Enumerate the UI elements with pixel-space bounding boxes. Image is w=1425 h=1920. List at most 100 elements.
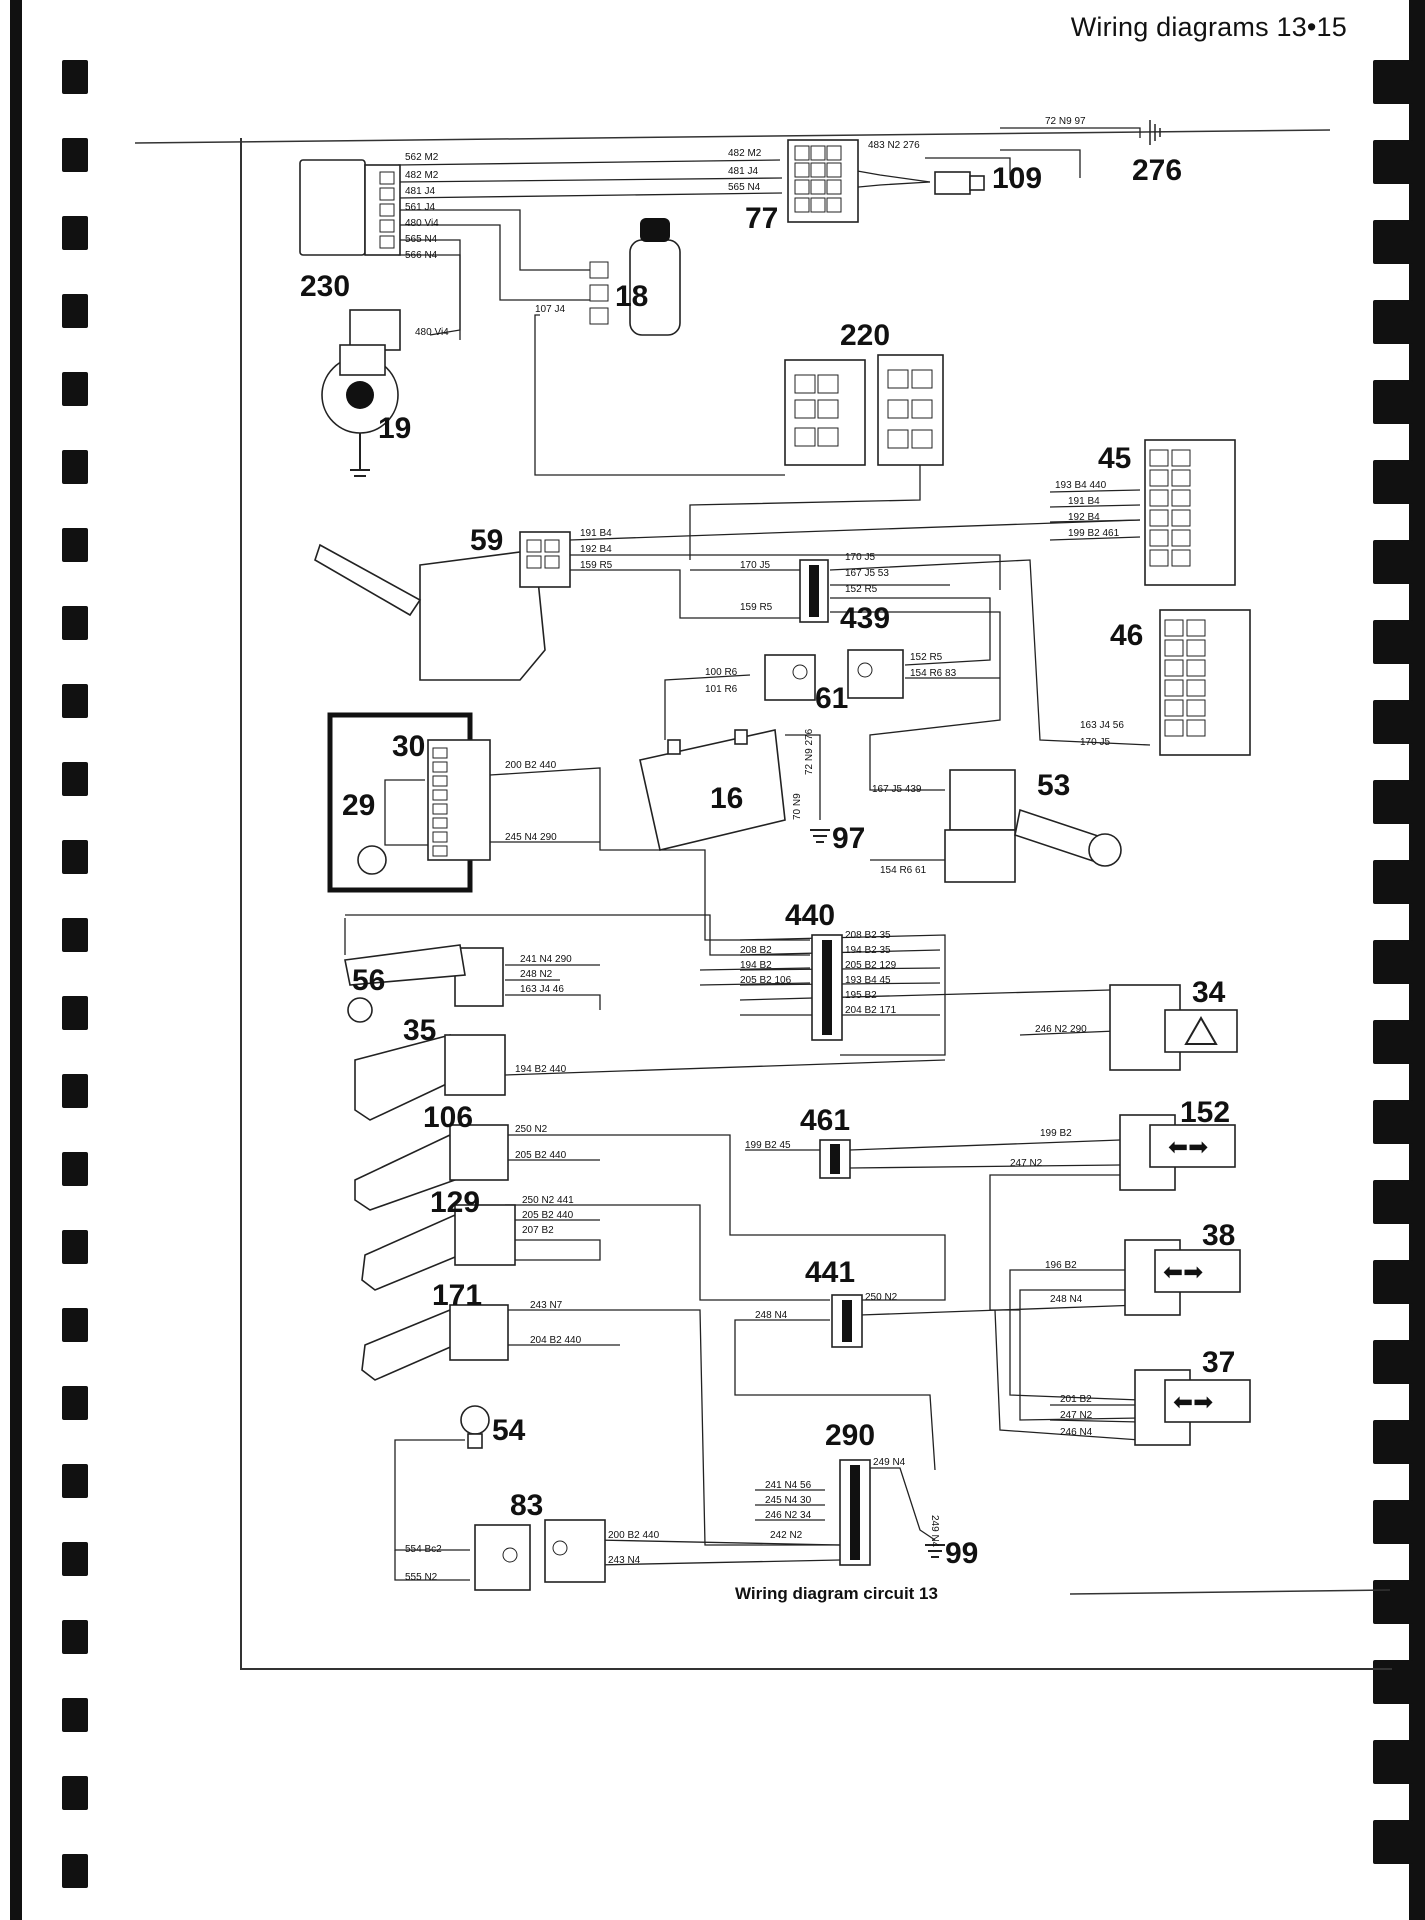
component-number: 54 — [492, 1414, 526, 1447]
binding-hole — [62, 1230, 88, 1264]
wire-label: 194 B2 — [740, 960, 772, 971]
binding-hole — [62, 918, 88, 952]
component-number: 99 — [945, 1537, 978, 1570]
wire-label: 170 J5 — [740, 560, 770, 571]
binding-hole — [62, 1464, 88, 1498]
binding-hole — [1373, 1180, 1413, 1224]
connector-77 — [787, 139, 859, 223]
wire-label: 565 N4 — [728, 182, 761, 193]
switch-106 — [354, 1124, 509, 1211]
binding-hole — [1373, 860, 1413, 904]
binding-hole — [1373, 540, 1413, 584]
wire-label: 159 R5 — [580, 560, 613, 571]
wire-label: 200 B2 440 — [505, 760, 557, 771]
wire-label: 194 B2 440 — [515, 1064, 567, 1075]
wire-label: 196 B2 — [1045, 1260, 1077, 1271]
wire-label: 207 B2 — [522, 1225, 554, 1236]
earth-97 — [810, 829, 830, 843]
component-number: 30 — [392, 730, 425, 763]
wire-label: 204 B2 440 — [530, 1335, 582, 1346]
component-number: 171 — [432, 1279, 482, 1312]
wire-label: 243 N4 — [608, 1555, 641, 1566]
binding-hole — [62, 1542, 88, 1576]
binding-hole — [62, 1854, 88, 1888]
wire-label: 554 Bc2 — [405, 1544, 442, 1555]
binding-hole — [1373, 940, 1413, 984]
component-number: 77 — [745, 202, 778, 235]
binding-hole — [1373, 460, 1413, 504]
component-number: 152 — [1180, 1096, 1230, 1129]
component-number: 106 — [423, 1101, 473, 1134]
wire-label: 195 B2 — [845, 990, 877, 1001]
wire-label: 70 N9 — [792, 793, 803, 820]
wire-label: 247 N2 — [1010, 1158, 1043, 1169]
ignition-switch-53 — [944, 769, 1122, 883]
switch-171 — [361, 1304, 509, 1381]
wire-label: 565 N4 — [405, 234, 438, 245]
wire-label: 204 B2 171 — [845, 1005, 897, 1016]
component-number: 29 — [342, 789, 375, 822]
component-number: 38 — [1202, 1219, 1235, 1252]
wire-label: 482 M2 — [405, 170, 439, 181]
earth-276 — [1149, 120, 1161, 145]
binding-hole — [1373, 140, 1413, 184]
binding-hole — [1373, 1580, 1413, 1624]
component-number: 53 — [1037, 769, 1070, 802]
binding-hole — [62, 684, 88, 718]
component-number: 276 — [1132, 154, 1182, 187]
caption-rule — [1069, 1589, 1391, 1595]
relay-61 — [764, 649, 904, 701]
wire-label: 192 B4 — [1068, 512, 1100, 523]
battery-16 — [639, 729, 786, 851]
component-number: 61 — [815, 682, 848, 715]
binding-hole — [62, 996, 88, 1030]
wire-labels: 72 N9 97 483 N2 276 562 M2 482 M2 481 J4… — [405, 116, 1124, 1583]
binding-hole — [62, 1152, 88, 1186]
switch-block-45 — [1144, 439, 1236, 586]
wire-label: 107 J4 — [535, 304, 565, 315]
svg-text:⬅➡: ⬅➡ — [1168, 1133, 1208, 1161]
binding-hole — [62, 60, 88, 94]
wire-label: 480 Vi4 — [415, 327, 449, 338]
wire-label: 249 N4 — [929, 1515, 940, 1548]
binding-left — [0, 0, 100, 1920]
wire-label: 555 N2 — [405, 1572, 438, 1583]
wire-label: 100 R6 — [705, 667, 738, 678]
component-number: 441 — [805, 1256, 855, 1289]
component-number: 83 — [510, 1489, 543, 1522]
wire-label: 250 N2 441 — [522, 1195, 574, 1206]
binding-hole — [1373, 620, 1413, 664]
component-number: 97 — [832, 822, 865, 855]
binding-hole — [1373, 60, 1413, 104]
cigar-lighter-56 — [344, 944, 504, 1023]
diagram-caption: Wiring diagram circuit 13 — [735, 1584, 938, 1603]
component-number: 37 — [1202, 1346, 1235, 1379]
wire-label: 72 N9 97 — [1045, 116, 1086, 127]
wire-label: 170 J5 — [1080, 737, 1110, 748]
binding-hole — [62, 372, 88, 406]
binding-hole — [62, 1074, 88, 1108]
component-number: 59 — [470, 524, 503, 557]
wire-label: 248 N4 — [1050, 1294, 1083, 1305]
binding-hole — [1373, 1340, 1413, 1384]
binding-hole — [1373, 300, 1413, 344]
binding-hole — [62, 1698, 88, 1732]
svg-text:⬅➡: ⬅➡ — [1173, 1388, 1213, 1416]
wire-label: 170 J5 — [845, 552, 875, 563]
wire-label: 193 B4 440 — [1055, 480, 1107, 491]
wire-label: 481 J4 — [728, 166, 758, 177]
wire-label: 245 N4 290 — [505, 832, 557, 843]
switch-129 — [361, 1204, 516, 1291]
binding-hole — [62, 294, 88, 328]
wire-label: 241 N4 56 — [765, 1480, 812, 1491]
wires — [344, 127, 1151, 1581]
wire-label: 152 R5 — [910, 652, 943, 663]
wire-label: 199 B2 — [1040, 1128, 1072, 1139]
wire-label: 167 J5 439 — [872, 784, 922, 795]
binding-hole — [62, 1620, 88, 1654]
relay-83 — [474, 1519, 606, 1591]
connector-220 — [784, 354, 944, 466]
component-number: 439 — [840, 602, 890, 635]
component-number: 220 — [840, 319, 890, 352]
binding-hole — [62, 138, 88, 172]
